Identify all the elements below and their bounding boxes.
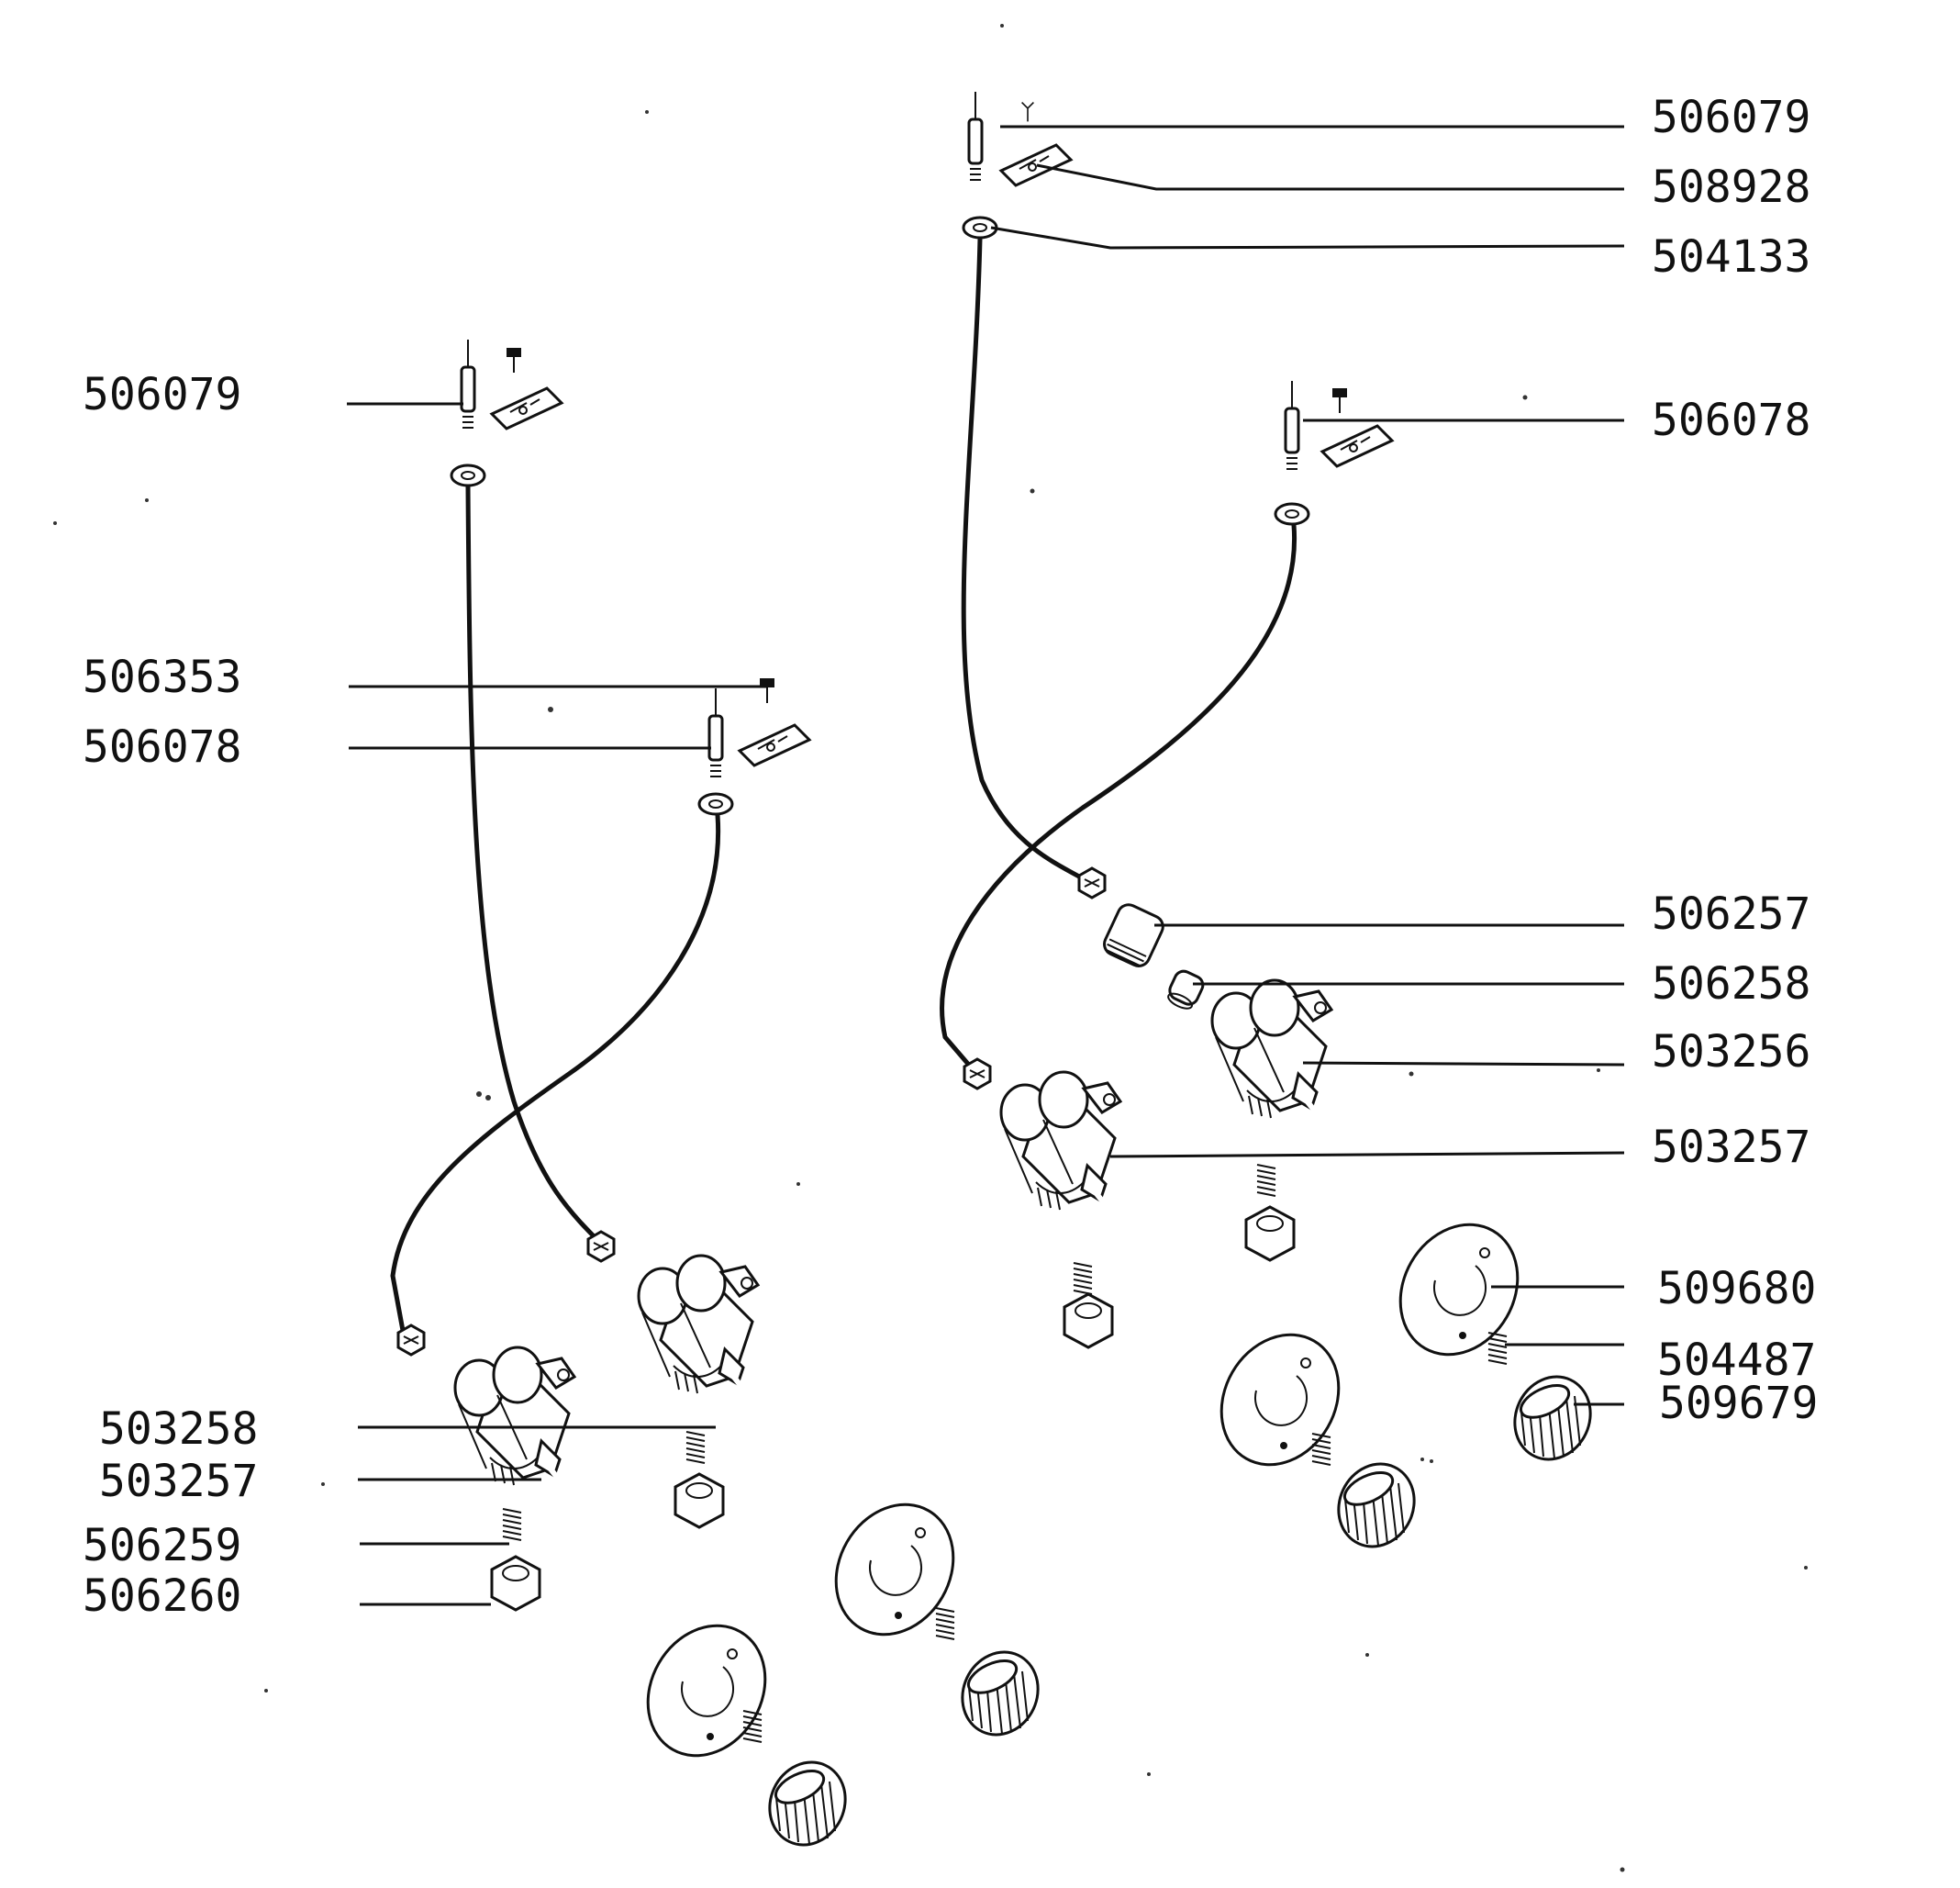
label-506079-left: 506079	[83, 369, 241, 420]
label-506259: 506259	[83, 1520, 241, 1571]
label-503256: 503256	[1652, 1026, 1810, 1078]
label-504487: 504487	[1657, 1335, 1816, 1386]
right-assembly	[940, 90, 1606, 1561]
label-506078-right: 506078	[1652, 395, 1810, 446]
label-504133: 504133	[1652, 231, 1810, 283]
label-506258: 506258	[1652, 958, 1810, 1010]
labels-right: 506079 508928 504133 506078 506257 50625…	[1652, 92, 1818, 1429]
label-503257-left: 503257	[99, 1456, 258, 1507]
label-509679: 509679	[1659, 1378, 1818, 1429]
label-506079-right: 506079	[1652, 92, 1810, 143]
label-509680: 509680	[1657, 1263, 1816, 1314]
leader-lines	[347, 125, 1625, 1606]
label-508928: 508928	[1652, 162, 1810, 213]
label-503258: 503258	[99, 1403, 258, 1455]
scan-specks	[53, 24, 1808, 1872]
label-503257-right: 503257	[1652, 1122, 1810, 1173]
left-assembly	[390, 338, 1053, 1860]
label-506078-left: 506078	[83, 721, 241, 773]
label-506353: 506353	[83, 652, 241, 703]
label-506260: 506260	[83, 1570, 241, 1622]
label-506257: 506257	[1652, 888, 1810, 940]
labels-left: 506079 506353 506078 503258 503257 50625…	[83, 369, 258, 1622]
